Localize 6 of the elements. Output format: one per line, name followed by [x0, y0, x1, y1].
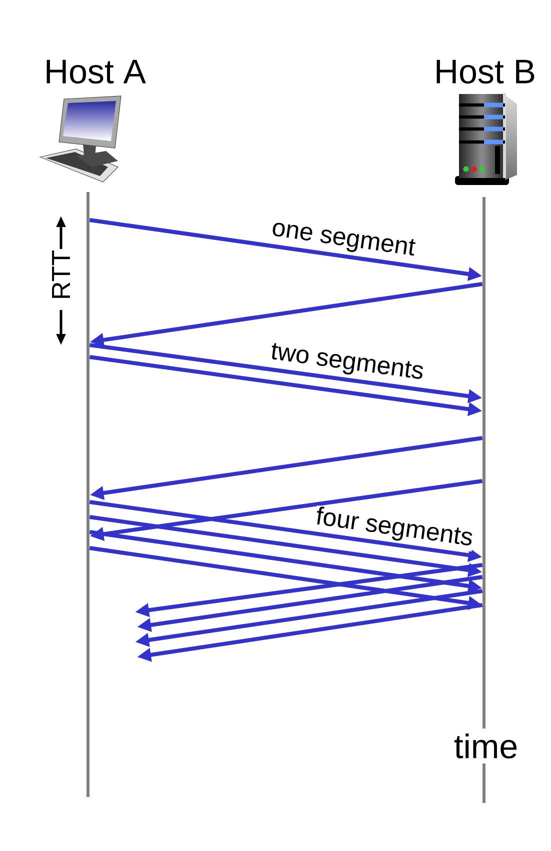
- edge-label: four segments: [314, 505, 475, 552]
- node-label: Host A: [46, 60, 146, 84]
- edge-label: one segment: [270, 218, 417, 262]
- node-label: Host B: [436, 60, 534, 84]
- axis-label: time: [448, 728, 524, 764]
- edge-label: two segments: [268, 342, 426, 386]
